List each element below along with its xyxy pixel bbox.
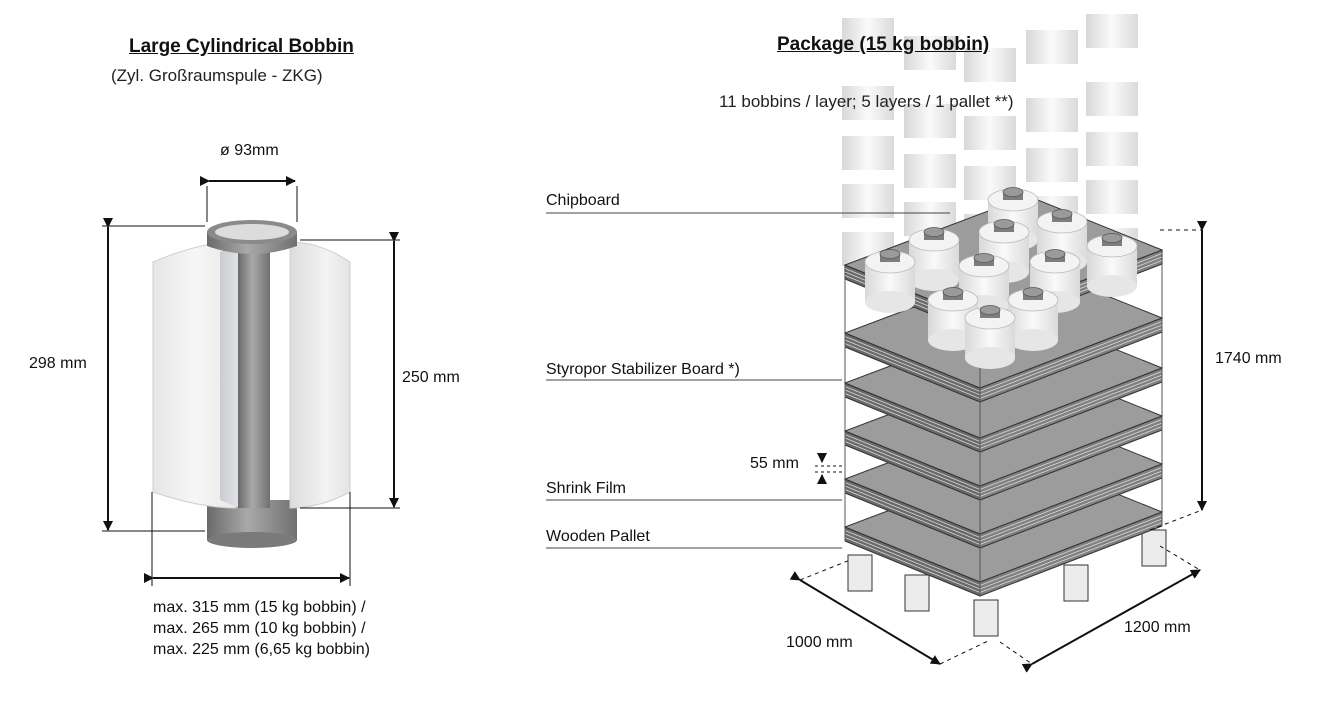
top-bobbin-9-core-top [1022, 287, 1044, 297]
layer-5-bobbin-0 [842, 18, 894, 52]
top-bobbin-10-core-top [979, 305, 1001, 315]
bobbin-width-label: max. 315 mm (15 kg bobbin) / max. 265 mm… [153, 597, 370, 660]
layer-5-bobbin-1 [904, 36, 956, 70]
layer-4-bobbin-1 [904, 104, 956, 138]
top-bobbin-2-core-top [1101, 233, 1123, 243]
layer-2-bobbin-0 [842, 184, 894, 218]
layer-5-bobbin-4 [1086, 14, 1138, 48]
top-bobbin-5-base [865, 291, 915, 313]
layer-3-bobbin-1 [904, 154, 956, 188]
package-subtitle: 11 bobbins / layer; 5 layers / 1 pallet … [719, 92, 1014, 111]
layer-3-bobbin-3 [1026, 148, 1078, 182]
top-bobbin-4-core-top [993, 219, 1015, 229]
bobbin-height-total-label: 298 mm [29, 355, 87, 372]
top-bobbin-0-core-top [1002, 187, 1024, 197]
top-bobbin-3-base [909, 269, 959, 291]
label-shrink-film: Shrink Film [546, 480, 627, 497]
layer-3-bobbin-0 [842, 136, 894, 170]
pallet-dimensions [789, 221, 1207, 673]
pallet-leg-0 [847, 554, 873, 592]
bobbin-width-line-2: max. 265 mm (10 kg bobbin) / [153, 620, 366, 637]
top-bobbin-1-core-top [1051, 209, 1073, 219]
bobbin-illustration [152, 220, 351, 548]
package-title: Package (15 kg bobbin) [777, 34, 990, 55]
layer-4-bobbin-3 [1026, 98, 1078, 132]
layer-2-bobbin-4 [1086, 180, 1138, 214]
pallet-leg-4 [904, 574, 930, 612]
pallet-illustration [842, 14, 1167, 637]
label-wooden-pallet: Wooden Pallet [546, 528, 650, 545]
layer-5-bobbin-2 [964, 48, 1016, 82]
gap-marker [815, 453, 845, 484]
layer-4-bobbin-2 [964, 116, 1016, 150]
layer-5-bobbin-3 [1026, 30, 1078, 64]
label-leaders [546, 212, 950, 549]
bobbin-diameter-label: ø 93mm [220, 142, 279, 159]
dim-depth-label: 1000 mm [786, 634, 853, 651]
top-bobbin-2-base [1087, 275, 1137, 297]
top-bobbin-8-core-top [942, 287, 964, 297]
bobbin-width-line-3: max. 225 mm (6,65 kg bobbin) [153, 641, 370, 658]
bobbin-title: Large Cylindrical Bobbin [129, 36, 354, 57]
pallet-leg-3 [1141, 529, 1167, 567]
layer-4-bobbin-0 [842, 86, 894, 120]
top-bobbin-5-core-top [879, 249, 901, 259]
top-bobbin-9-base [1008, 329, 1058, 351]
pallet-leg-2 [1063, 564, 1089, 602]
label-gap: 55 mm [750, 455, 799, 472]
top-bobbin-3-core-top [923, 227, 945, 237]
dim-width-label: 1200 mm [1124, 619, 1191, 636]
top-bobbin-10-base [965, 347, 1015, 369]
top-bobbin-6-core-top [1044, 249, 1066, 259]
pallet-leg-1 [973, 599, 999, 637]
top-bobbin-7-core-top [973, 253, 995, 263]
label-chipboard: Chipboard [546, 192, 620, 209]
bobbin-subtitle: (Zyl. Großraumspule - ZKG) [111, 66, 323, 85]
bobbin-height-body-label: 250 mm [402, 369, 460, 386]
layer-4-bobbin-4 [1086, 82, 1138, 116]
layer-3-bobbin-4 [1086, 132, 1138, 166]
label-styropor: Styropor Stabilizer Board *) [546, 361, 740, 378]
bobbin-width-line-1: max. 315 mm (15 kg bobbin) / [153, 599, 366, 616]
dim-height-label: 1740 mm [1215, 350, 1282, 367]
bobbin-dimensions [102, 176, 400, 586]
